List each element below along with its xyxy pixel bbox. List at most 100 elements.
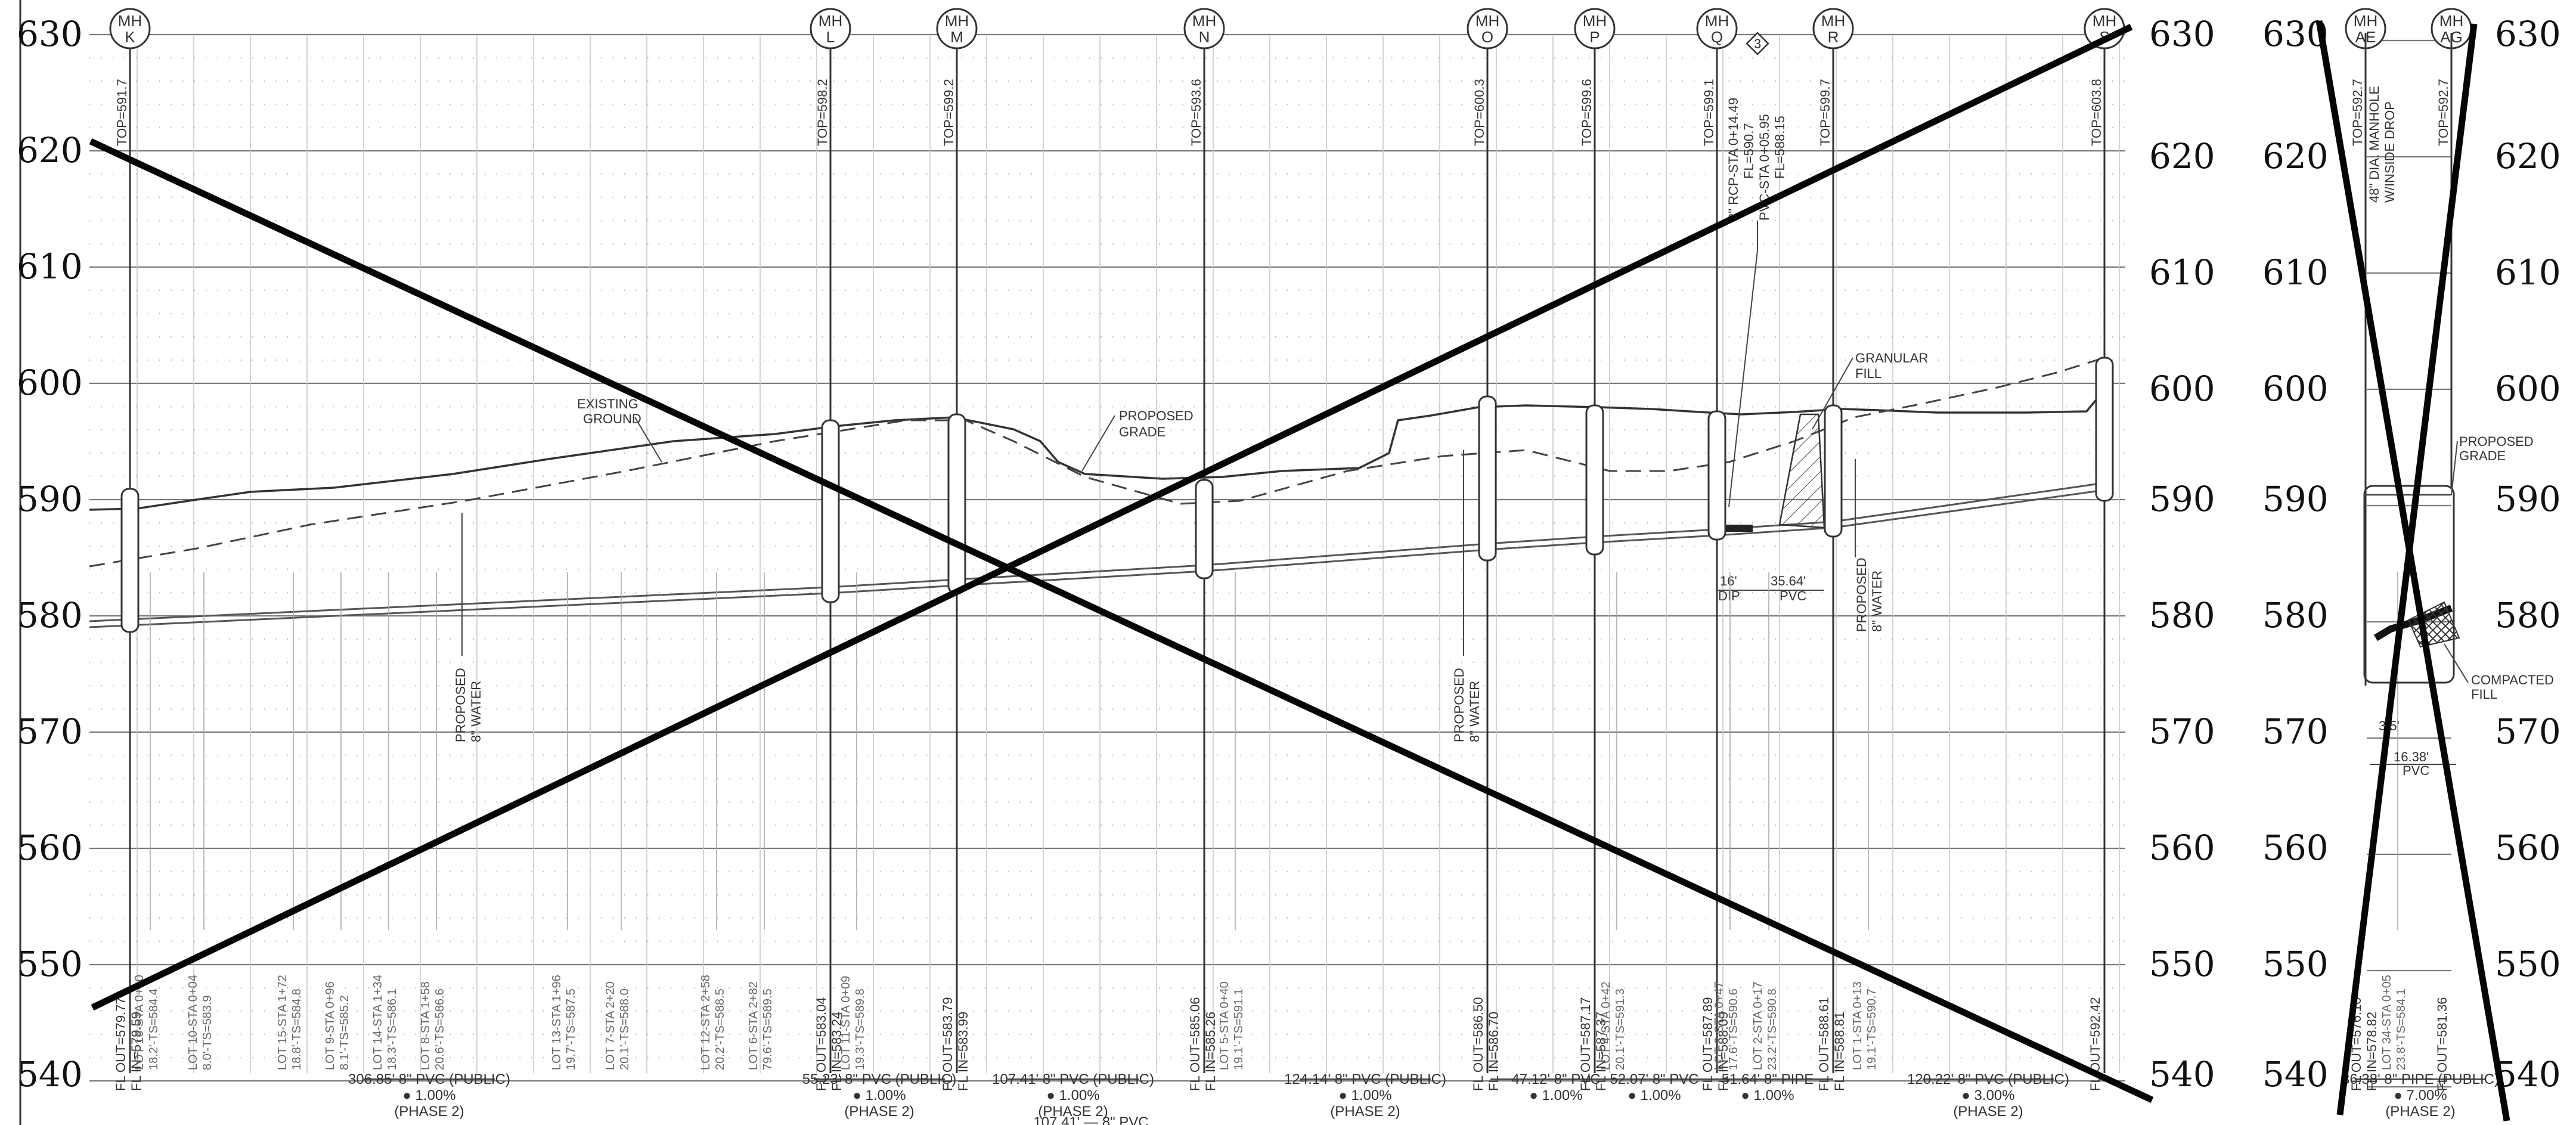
water-label-line: 8" WATER xyxy=(469,681,483,742)
pipe-run-labels: 306.85' 8" PVC (PUBLIC)● 1.00%(PHASE 2) 5… xyxy=(348,1071,2499,1125)
lot-service-label: 18.8'-TS=584.8 xyxy=(290,988,303,1070)
elev-label: 550 xyxy=(2149,944,2215,984)
manhole-top-elev: TOP=599.2 xyxy=(941,79,956,146)
elev-label: 550 xyxy=(17,944,83,984)
pipe-run-slope: ● 1.00% xyxy=(402,1087,455,1104)
lot-service-label: 23.8'-TS=584.1 xyxy=(2395,988,2408,1070)
existing-ground-label: GROUND xyxy=(583,411,641,426)
manhole-bodies xyxy=(120,49,2114,1073)
elev-label: 570 xyxy=(2495,711,2561,752)
flow-line-label: FL IN=583.99 xyxy=(956,1012,971,1091)
flow-line-label: FL OUT=588.61 xyxy=(1816,997,1831,1091)
manhole-tag: MH xyxy=(1705,12,1729,30)
manhole-top-elev: TOP=592.7 xyxy=(2350,79,2365,146)
rcp-fl-label: FL=590.7 xyxy=(1741,123,1756,179)
lot-service-label: LOT 14-STA 1+34 xyxy=(371,975,385,1070)
lot-service-label: 8.1'-TS=585.2 xyxy=(338,995,351,1070)
manhole-top-elev: TOP=599.1 xyxy=(1701,79,1716,146)
pipe-run-label: 47.12' 8" PVC● 1.00% xyxy=(1490,1071,1622,1104)
pvc-fl-label: FL=588.15 xyxy=(1772,116,1787,179)
lot-service-label: LOT 15-STA 1+72 xyxy=(276,975,289,1070)
lot-service-label: 19.3'-TS=589.8 xyxy=(854,988,867,1070)
manhole-circle xyxy=(109,8,151,49)
lot-service-label: LOT 2-STA 0+17 xyxy=(1752,981,1765,1070)
pipe-run-extra: 107.41' — 8" PVC xyxy=(1033,1114,1148,1125)
elev-label: 540 xyxy=(17,1054,83,1095)
elev-label: 540 xyxy=(2262,1054,2329,1095)
lot-service-label: 23.2'-TS=590.8 xyxy=(1766,988,1779,1070)
far-pipe-length: 16.38' xyxy=(2394,749,2429,764)
manhole-tag: MH xyxy=(1583,12,1607,30)
lot-service-label: LOT 7-STA 2+20 xyxy=(604,981,617,1070)
elev-label: 560 xyxy=(17,828,83,868)
granular-fill-label: GRANULAR xyxy=(1855,351,1928,365)
proposed-grade-right-label: GRADE xyxy=(2459,448,2506,463)
elev-label: 610 xyxy=(2149,252,2215,293)
pipe-run-label: 51.64' 8" PIPE● 1.00% xyxy=(1702,1071,1833,1104)
manhole-circle xyxy=(1574,8,1616,49)
pipe-run-label: 306.85' 8" PVC (PUBLIC)● 1.00%(PHASE 2) xyxy=(348,1071,510,1120)
elevation-axis-far: 630 620 610 600 590 580 570 560 550 540 xyxy=(2495,14,2561,1095)
manhole-barrel xyxy=(947,413,966,594)
elev-label: 590 xyxy=(2149,479,2215,519)
elev-label: 630 xyxy=(2262,14,2329,54)
flow-line-label: FL OUT=587.17 xyxy=(1578,997,1593,1091)
compacted-fill-label: FILL xyxy=(2471,687,2497,702)
manhole-top-elev: TOP=592.7 xyxy=(2436,79,2451,146)
elev-label: 610 xyxy=(2495,252,2561,293)
manhole-tag: MH xyxy=(2439,12,2463,30)
elev-label: 620 xyxy=(2495,136,2561,176)
granular-fill-leader xyxy=(1812,357,1853,430)
water-label-line: 8" WATER xyxy=(1467,681,1482,742)
granular-fill-label: FILL xyxy=(1855,366,1881,381)
manhole-top-elev: TOP=598.2 xyxy=(815,79,830,146)
manhole-tag: MH xyxy=(2354,12,2377,30)
manhole-id: R xyxy=(1828,28,1839,46)
flow-line-label: FL IN=579.59 xyxy=(129,1012,144,1091)
elev-label: 580 xyxy=(17,595,83,636)
manhole-barrel xyxy=(1824,404,1843,538)
flow-line-label: FL IN=578.82 xyxy=(2364,1012,2379,1091)
pipe-run-label: 55.23' 8" PVC (PUBLIC)● 1.00%(PHASE 2) xyxy=(802,1071,957,1120)
elev-label: 630 xyxy=(2495,14,2561,54)
manhole-tag: MH xyxy=(2093,12,2116,30)
drop-manhole-note: 48" DIA. MANHOLE W/INSIDE DROP xyxy=(2367,86,2397,203)
lot-service-label: 19.7'-TS=587.5 xyxy=(565,988,578,1070)
flow-line-label: FL OUT=586.50 xyxy=(1471,997,1486,1091)
lot-service-label: LOT 16-STA 0+10 xyxy=(133,975,146,1070)
compacted-fill-leader xyxy=(2444,643,2469,683)
manhole-id: Q xyxy=(1711,28,1723,46)
manhole-barrel xyxy=(1195,479,1214,579)
manhole-id: M xyxy=(950,28,963,46)
manhole-circle xyxy=(1183,8,1225,49)
lot-service-label: 18.2'-TS=584.4 xyxy=(147,988,160,1070)
pipe-run-slope: ● 1.00% xyxy=(853,1087,906,1104)
pipe-run-phase: (PHASE 2) xyxy=(394,1104,464,1120)
lot-service-label: LOT 13-STA 1+96 xyxy=(550,975,563,1070)
pipe-run-slope: ● 3.00% xyxy=(1961,1087,2014,1104)
lot-service-label: LOT 4-STA 0+42 xyxy=(1599,981,1613,1070)
pipe-run-slope: ● 1.00% xyxy=(1741,1087,1794,1104)
lot-service-label: 19.1'-TS=590.7 xyxy=(1865,988,1878,1070)
manhole-headers: MHKTOP=591.7MHLTOP=598.2MHMTOP=599.2MHNT… xyxy=(109,8,2472,146)
manhole-tag: MH xyxy=(1475,12,1499,30)
granular-fill-hatch xyxy=(1778,413,1825,529)
elev-label: 580 xyxy=(2495,595,2561,636)
pipe-run-phase: (PHASE 2) xyxy=(2385,1104,2455,1120)
proposed-grade-leader xyxy=(1081,415,1115,472)
lot-service-label: 18.3'-TS=586.1 xyxy=(386,988,399,1070)
lot-service-label: LOT 9-STA 0+96 xyxy=(324,981,337,1070)
elev-label: 570 xyxy=(2149,711,2215,752)
pipe-run-slope: ● 1.00% xyxy=(1529,1087,1582,1104)
elev-label: 620 xyxy=(17,130,83,171)
drop-note-line: W/INSIDE DROP xyxy=(2382,101,2397,203)
lot-service-label: LOT 10-STA 0+04 xyxy=(187,975,200,1070)
existing-ground-leader xyxy=(634,417,662,463)
